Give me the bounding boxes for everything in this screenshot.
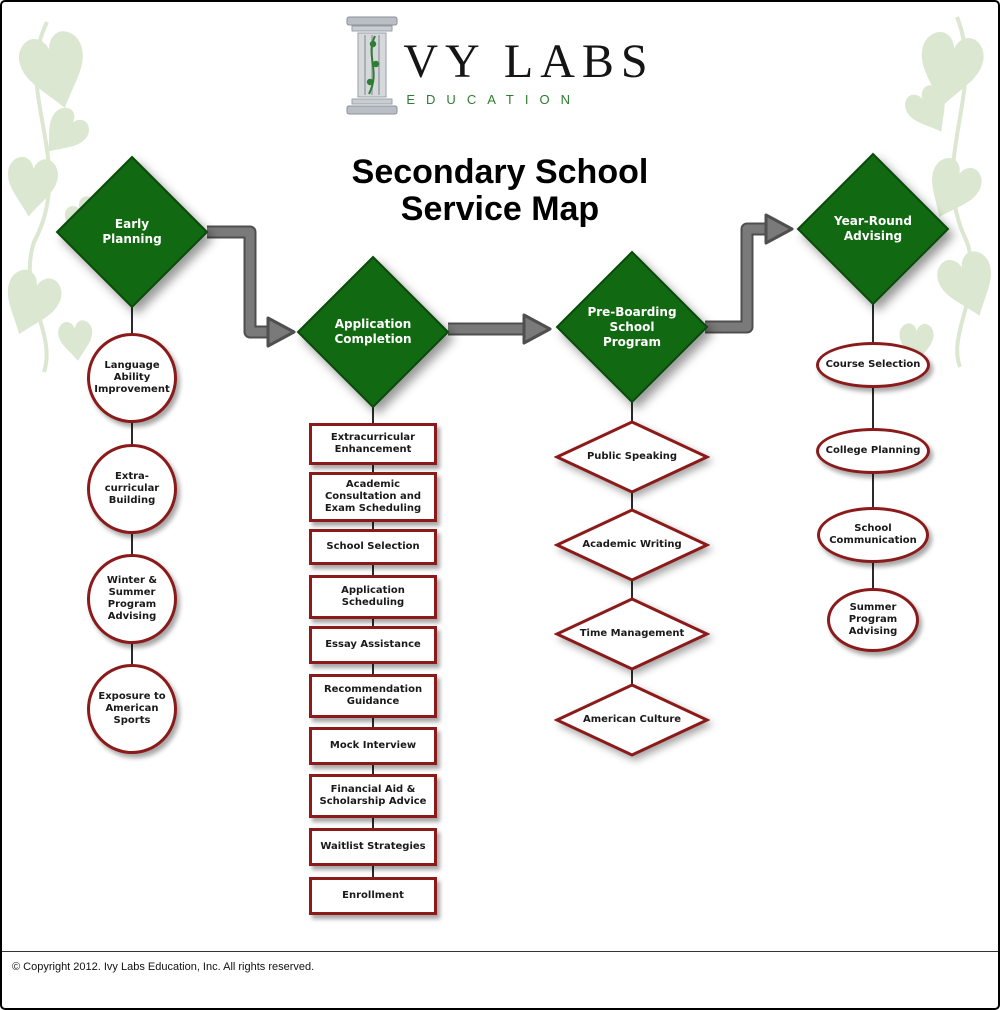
year-round-item-2: College Planning [816, 428, 930, 474]
item-label: Exposure to American Sports [98, 691, 166, 726]
item-label: Extracurricular Enhancement [330, 432, 416, 455]
ivy-leaf-decoration [2, 16, 998, 373]
green-diamond-shape [555, 250, 709, 404]
early-planning-item-3: Winter & Summer Program Advising [87, 554, 177, 644]
item-label: Academic Writing [582, 539, 682, 550]
node-early-planning: Early Planning [55, 155, 209, 309]
preboarding-item-4: American Culture [554, 682, 710, 758]
arrow-right-icon [764, 213, 794, 245]
item-label: Enrollment [342, 890, 404, 901]
early-planning-item-1: Language Ability Improvement [87, 333, 177, 423]
node-pre-boarding-school-program: Pre-Boarding School Program [555, 250, 709, 404]
item-label: Mock Interview [329, 740, 417, 751]
year-round-item-1: Course Selection [816, 342, 930, 388]
green-diamond-shape [296, 255, 450, 409]
application-item-9: Waitlist Strategies [309, 828, 437, 866]
brand-text-block: VY LABS EDUCATION [403, 35, 655, 108]
ivy-labs-logo: VY LABS EDUCATION [2, 14, 998, 120]
diamond-shape [554, 508, 710, 582]
copyright-text: © Copyright 2012. Ivy Labs Education, In… [12, 961, 315, 973]
early-planning-item-4: Exposure to American Sports [87, 664, 177, 754]
brand-education: EDUCATION [406, 92, 581, 107]
early-planning-item-2: Extra-curricular Building [87, 444, 177, 534]
diamond-shape [554, 597, 710, 671]
item-label: Winter & Summer Program Advising [106, 575, 158, 622]
year-round-item-3: School Communication [817, 507, 929, 563]
item-label: Academic Consultation and Exam Schedulin… [324, 479, 422, 514]
diamond-shape [554, 420, 710, 494]
arrow-right-icon [522, 313, 552, 345]
item-label: School Communication [829, 523, 917, 546]
preboarding-item-1: Public Speaking [554, 419, 710, 495]
green-diamond-shape [55, 155, 209, 309]
green-diamond-shape [796, 152, 950, 306]
item-label: Public Speaking [586, 451, 678, 462]
preboarding-item-2: Academic Writing [554, 507, 710, 583]
application-item-2: Academic Consultation and Exam Schedulin… [309, 472, 437, 522]
node-label: Year-Round Advising [834, 214, 912, 243]
application-item-5: Essay Assistance [309, 626, 437, 664]
item-label: Application Scheduling [341, 585, 405, 608]
application-item-4: Application Scheduling [309, 575, 437, 619]
application-item-8: Financial Aid & Scholarship Advice [309, 774, 437, 818]
item-label: Summer Program Advising [848, 602, 898, 637]
node-label: Pre-Boarding School Program [587, 304, 677, 349]
item-label: American Culture [582, 714, 682, 725]
node-label: Early Planning [102, 217, 162, 246]
diamond-shape [554, 683, 710, 757]
item-label: Extra-curricular Building [104, 471, 160, 506]
node-application-completion: Application Completion [296, 255, 450, 409]
application-item-1: Extracurricular Enhancement [309, 423, 437, 465]
item-label: Language Ability Improvement [94, 360, 170, 395]
item-label: Recommendation Guidance [323, 684, 423, 707]
arrow-right-icon [266, 316, 296, 348]
application-item-10: Enrollment [309, 877, 437, 915]
item-label: College Planning [825, 445, 921, 456]
item-label: Time Management [579, 628, 685, 639]
year-round-item-4: Summer Program Advising [827, 588, 919, 652]
preboarding-item-3: Time Management [554, 596, 710, 672]
node-year-round-advising: Year-Round Advising [796, 152, 950, 306]
item-label: Waitlist Strategies [320, 841, 426, 852]
item-label: Essay Assistance [325, 639, 421, 650]
footer: © Copyright 2012. Ivy Labs Education, In… [2, 951, 998, 973]
brand-name: VY LABS [403, 35, 655, 88]
classical-column-icon [346, 16, 398, 115]
item-label: Financial Aid & Scholarship Advice [319, 784, 427, 807]
item-label: Course Selection [825, 359, 921, 370]
item-label: School Selection [326, 541, 420, 552]
application-item-7: Mock Interview [309, 727, 437, 765]
application-item-6: Recommendation Guidance [309, 674, 437, 718]
application-item-3: School Selection [309, 529, 437, 565]
node-label: Application Completion [334, 317, 412, 346]
